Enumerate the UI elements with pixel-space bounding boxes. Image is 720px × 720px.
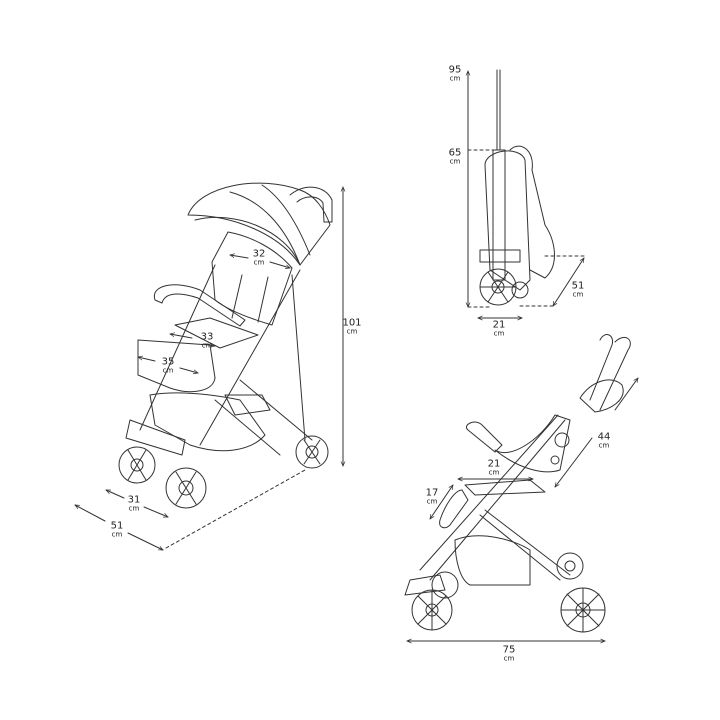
side-stroller-drawing: [404, 334, 631, 633]
dimension-value: 95: [448, 64, 462, 76]
dimension-value: 51: [110, 520, 124, 532]
dimension-unit: cm: [449, 157, 461, 166]
dimension-unit: cm: [598, 441, 610, 450]
dimension-value: 31: [127, 494, 141, 506]
dimension-unit: cm: [488, 468, 500, 477]
dimension-unit: cm: [493, 329, 505, 338]
dimension-value: 21: [487, 458, 501, 470]
dimension-unit: cm: [346, 327, 358, 336]
folded-stroller-drawing: [479, 69, 555, 306]
dimension-value: 17: [425, 487, 439, 499]
dimension-value: 21: [492, 319, 506, 331]
dimension-unit: cm: [449, 74, 461, 83]
dimension-value: 75: [502, 644, 516, 656]
dimension-value: 101: [342, 317, 362, 329]
dimension-value: 65: [448, 147, 462, 159]
dimension-unit: cm: [253, 258, 265, 267]
dimension-unit: cm: [201, 341, 213, 350]
folded-dimension-lines: [468, 70, 585, 318]
dimension-unit: cm: [503, 654, 515, 663]
side-dimension-lines: [406, 377, 639, 641]
dimension-value: 33: [200, 331, 214, 343]
dimension-unit: cm: [128, 504, 140, 513]
dimension-unit: cm: [162, 366, 174, 375]
dimension-unit: cm: [572, 290, 584, 299]
dimension-unit: cm: [426, 497, 438, 506]
perspective-dimension-lines: [74, 186, 343, 551]
dimension-value: 44: [597, 431, 611, 443]
dimension-value: 35: [161, 356, 175, 368]
perspective-stroller-drawing: [118, 182, 333, 509]
dimension-unit: cm: [111, 530, 123, 539]
dimension-value: 32: [252, 248, 266, 260]
dimension-value: 51: [571, 280, 585, 292]
